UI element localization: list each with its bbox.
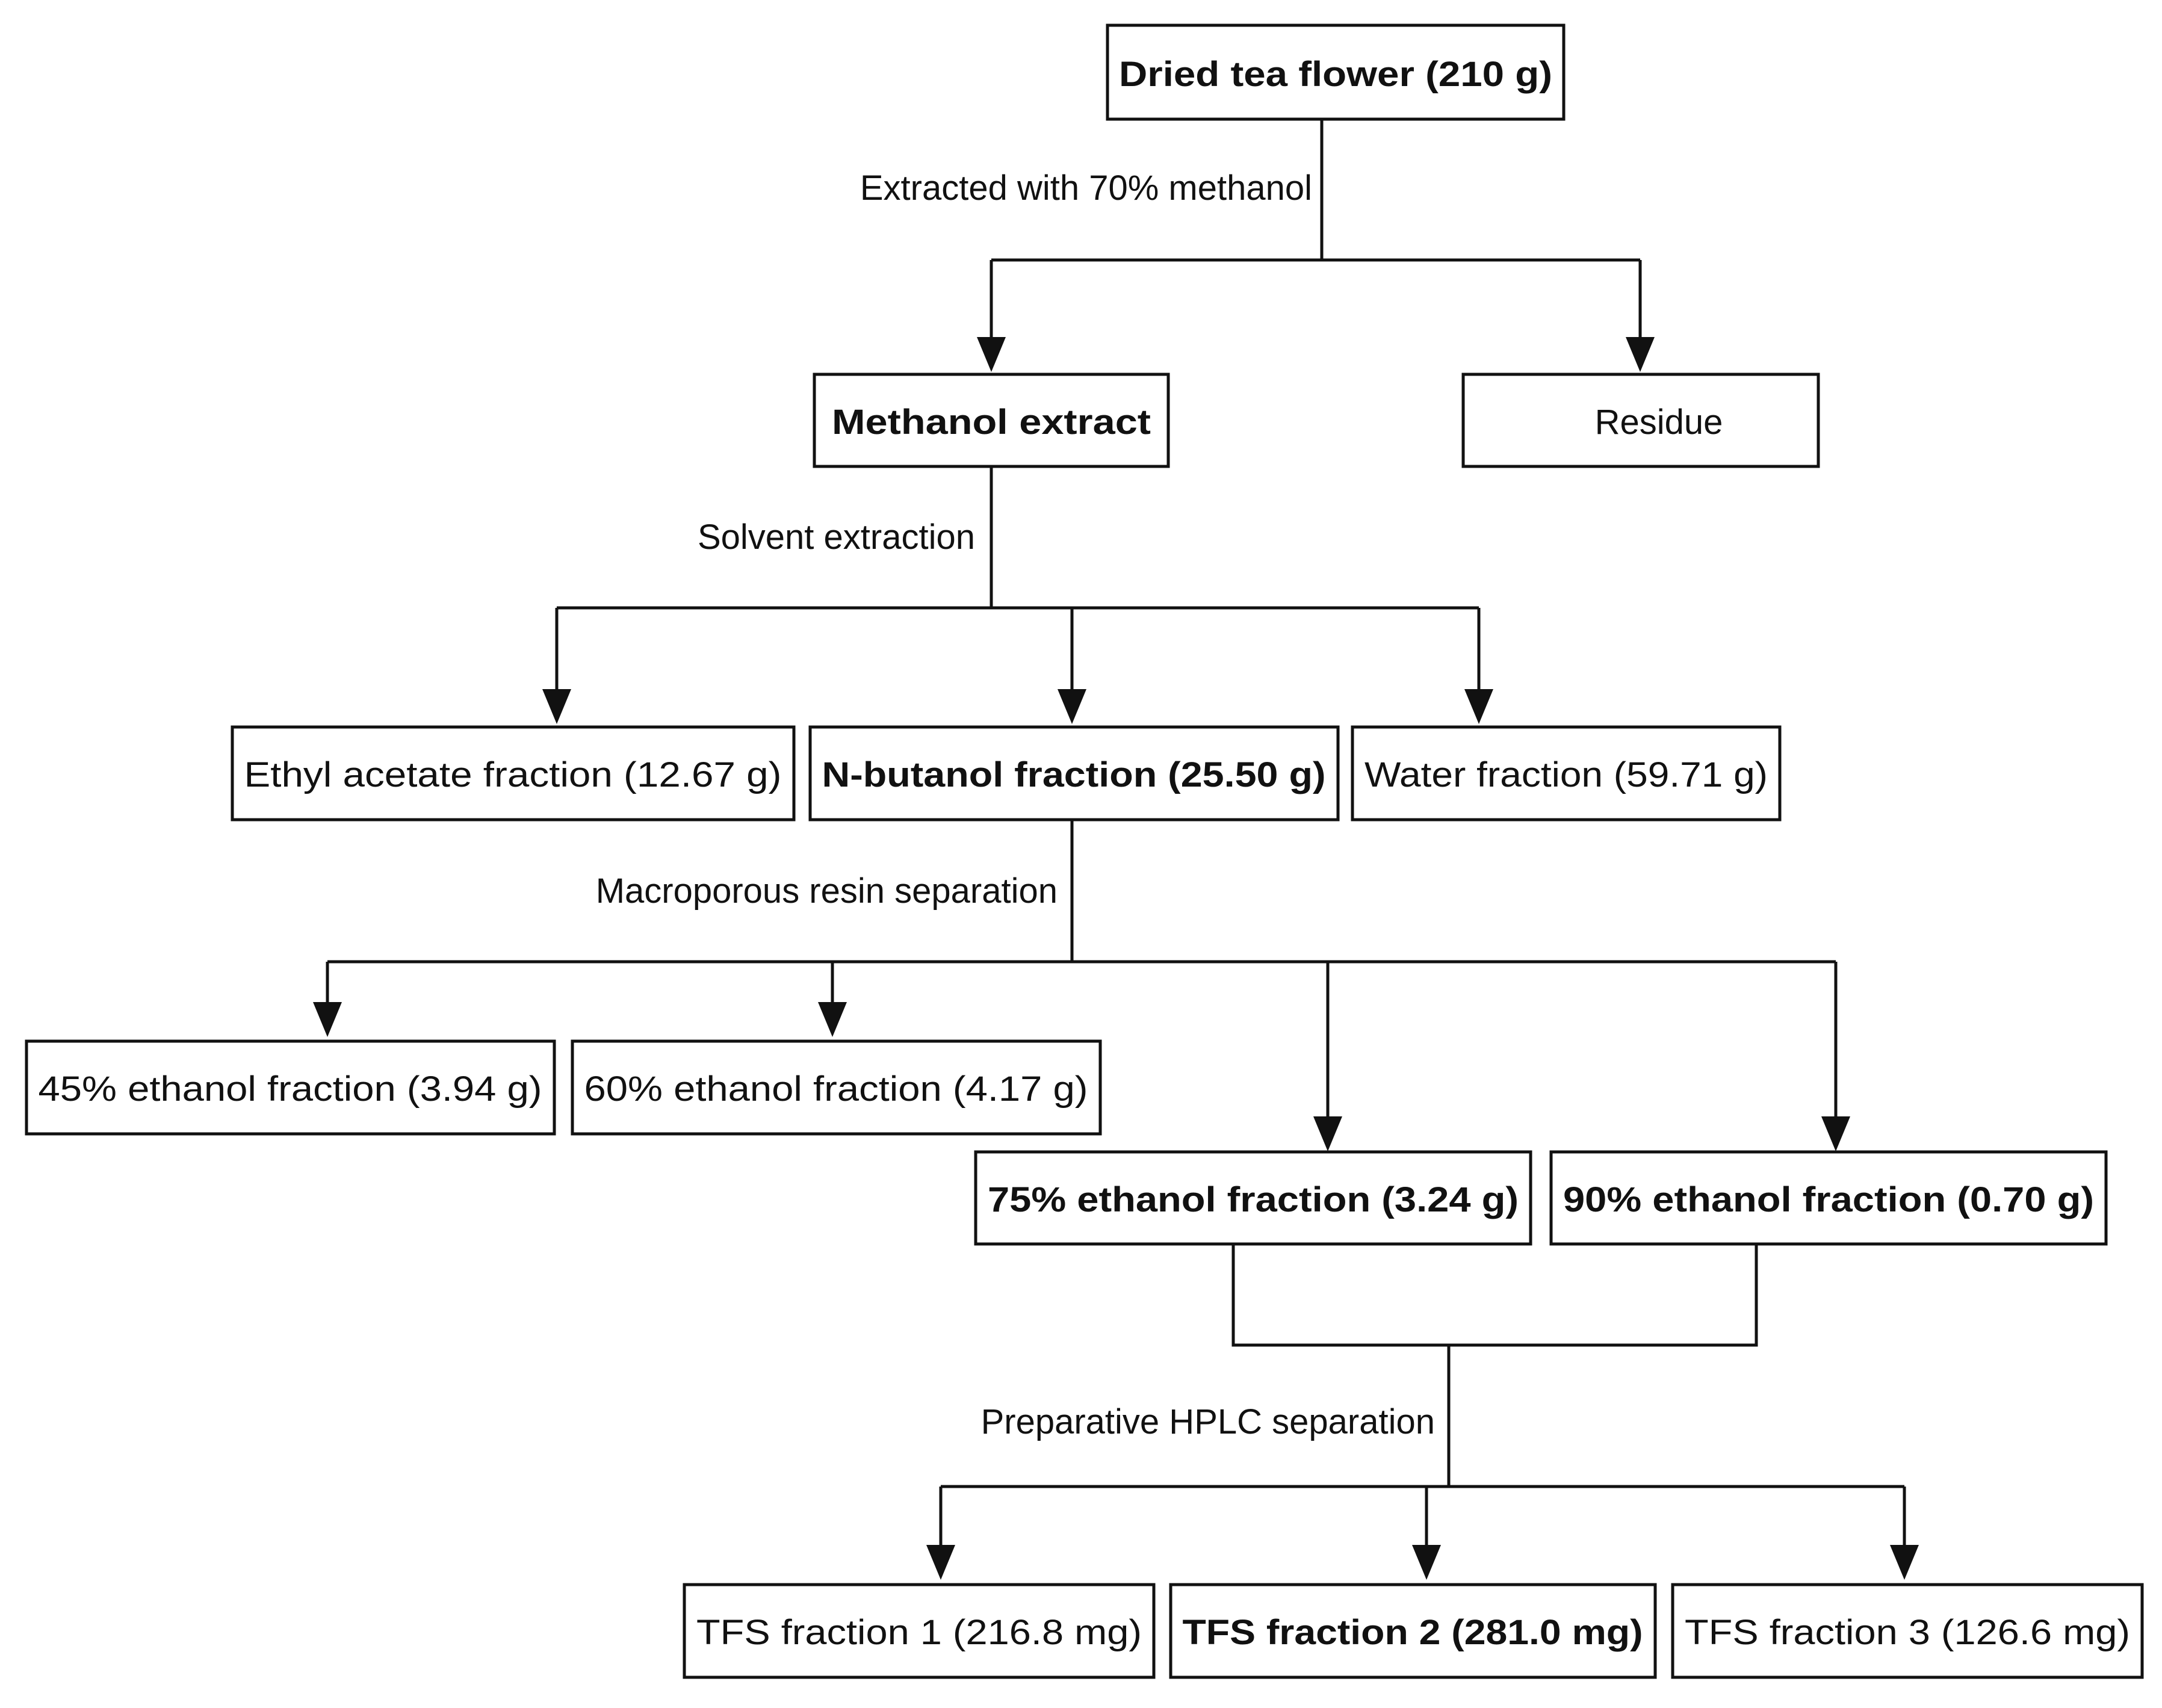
step-label-resin-separation: Macroporous resin separation	[596, 871, 1058, 911]
node-label: 60% ethanol fraction (4.17 g)	[584, 1069, 1088, 1109]
node-label: Methanol extract	[832, 403, 1151, 442]
node-label: Water fraction (59.71 g)	[1364, 755, 1768, 794]
node-n-butanol-fraction: N-butanol fraction (25.50 g)	[808, 725, 1340, 822]
step-label-hplc-separation: Preparative HPLC separation	[981, 1402, 1435, 1441]
step-label-solvent-extraction: Solvent extraction	[698, 518, 975, 557]
arrowhead-water	[1464, 689, 1493, 724]
node-water-fraction: Water fraction (59.71 g)	[1351, 725, 1782, 822]
node-ethanol-60-fraction: 60% ethanol fraction (4.17 g)	[571, 1039, 1102, 1136]
connector-merge-75-90	[1231, 1244, 1758, 1347]
arrowhead-n-butanol	[1058, 689, 1086, 724]
arrowhead-residue	[1626, 337, 1655, 372]
arrowhead-ethanol-45	[313, 1002, 342, 1037]
arrowhead-tfs-3	[1890, 1545, 1919, 1580]
node-label: 75% ethanol fraction (3.24 g)	[988, 1180, 1519, 1219]
node-label: 90% ethanol fraction (0.70 g)	[1563, 1180, 2094, 1219]
node-ethyl-acetate-fraction: Ethyl acetate fraction (12.67 g)	[231, 725, 796, 822]
node-tfs-fraction-2: TFS fraction 2 (281.0 mg)	[1169, 1583, 1657, 1679]
step-labels: Extracted with 70% methanol Solvent extr…	[596, 169, 1435, 1441]
node-label: Dried tea flower (210 g)	[1119, 55, 1552, 94]
arrowhead-tfs-2	[1412, 1545, 1441, 1580]
arrowheads	[313, 337, 1919, 1580]
node-label: Ethyl acetate fraction (12.67 g)	[244, 755, 782, 794]
arrowhead-ethyl-acetate	[542, 689, 571, 724]
arrowhead-tfs-1	[926, 1545, 955, 1580]
node-dried-tea-flower: Dried tea flower (210 g)	[1106, 23, 1566, 121]
node-label: TFS fraction 2 (281.0 mg)	[1183, 1613, 1643, 1652]
node-residue: Residue	[1461, 373, 1820, 468]
node-methanol-extract: Methanol extract	[813, 373, 1170, 468]
arrowhead-ethanol-90	[1821, 1116, 1850, 1151]
node-tfs-fraction-1: TFS fraction 1 (216.8 mg)	[683, 1583, 1156, 1679]
arrowhead-ethanol-60	[818, 1002, 847, 1037]
connectors	[326, 119, 1906, 1560]
node-ethanol-45-fraction: 45% ethanol fraction (3.94 g)	[25, 1039, 556, 1136]
node-label: TFS fraction 1 (216.8 mg)	[696, 1613, 1142, 1652]
node-label: TFS fraction 3 (126.6 mg)	[1685, 1613, 2130, 1652]
step-label-methanol-extraction: Extracted with 70% methanol	[860, 169, 1312, 208]
node-ethanol-90-fraction: 90% ethanol fraction (0.70 g)	[1549, 1150, 2108, 1246]
node-tfs-fraction-3: TFS fraction 3 (126.6 mg)	[1671, 1583, 2144, 1679]
arrowhead-methanol-extract	[977, 337, 1006, 372]
node-label: N-butanol fraction (25.50 g)	[822, 755, 1326, 794]
node-label: 45% ethanol fraction (3.94 g)	[39, 1069, 542, 1109]
arrowhead-ethanol-75	[1313, 1116, 1342, 1151]
node-ethanol-75-fraction: 75% ethanol fraction (3.24 g)	[974, 1150, 1532, 1246]
node-label: Residue	[1595, 403, 1723, 442]
